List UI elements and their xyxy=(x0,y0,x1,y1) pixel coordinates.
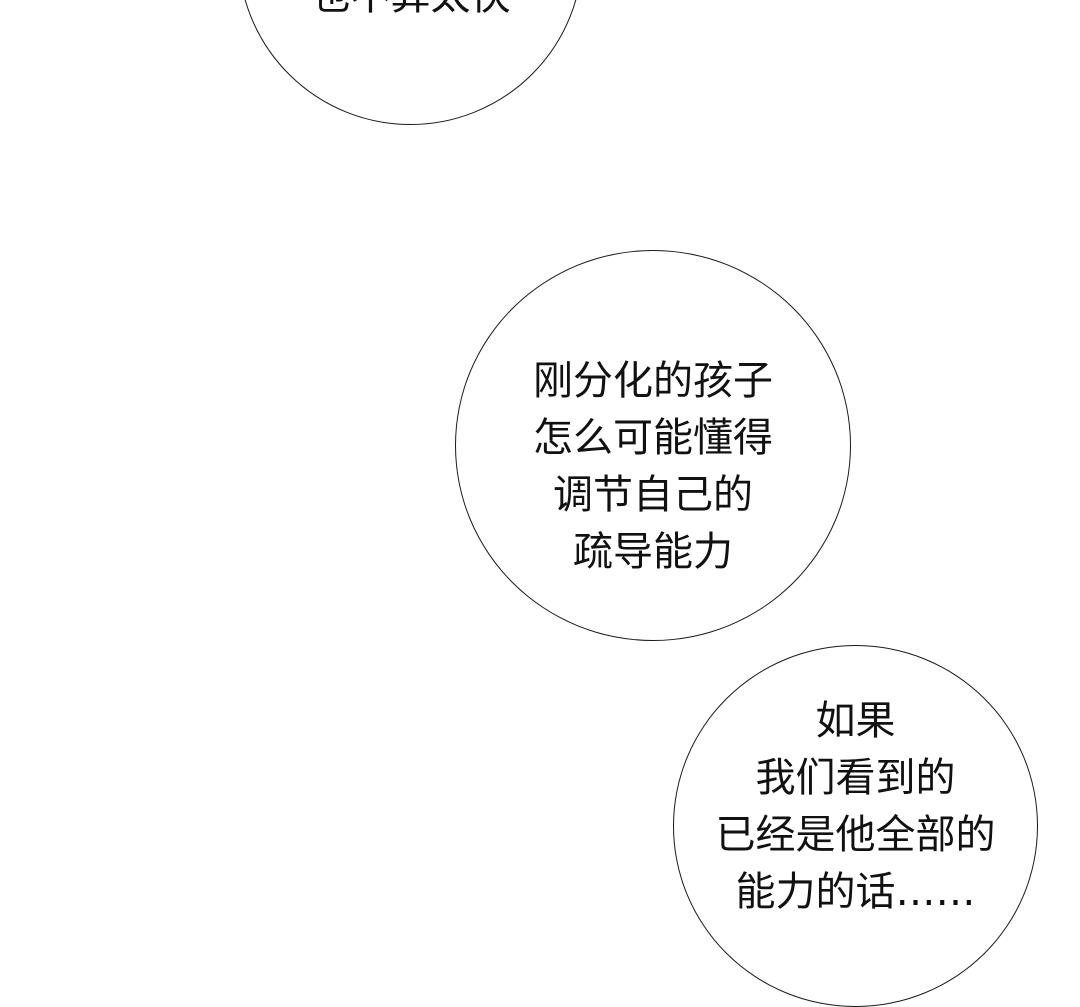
speech-bubble-top: 也不算太快 xyxy=(238,0,583,125)
speech-bubble-middle: 刚分化的孩子 怎么可能懂得 调节自己的 疏导能力 xyxy=(455,250,851,641)
bubble-line: 如果 xyxy=(815,698,896,744)
bubble-line: 已经是他全部的 xyxy=(715,812,996,858)
bubble-line: 刚分化的孩子 xyxy=(533,358,773,404)
bubble-line: 疏导能力 xyxy=(573,529,733,575)
bubble-text: 如果 我们看到的 已经是他全部的 能力的话…… xyxy=(674,693,1037,921)
bubble-line: 也不算太快 xyxy=(239,0,582,25)
bubble-text: 也不算太快 xyxy=(239,0,582,25)
bubble-line: 我们看到的 xyxy=(755,755,956,801)
bubble-text: 刚分化的孩子 怎么可能懂得 调节自己的 疏导能力 xyxy=(456,353,850,581)
speech-bubble-bottom: 如果 我们看到的 已经是他全部的 能力的话…… xyxy=(673,645,1038,1007)
bubble-line: 调节自己的 xyxy=(553,472,753,518)
bubble-line: 能力的话…… xyxy=(735,869,976,915)
bubble-line: 怎么可能懂得 xyxy=(533,415,773,461)
